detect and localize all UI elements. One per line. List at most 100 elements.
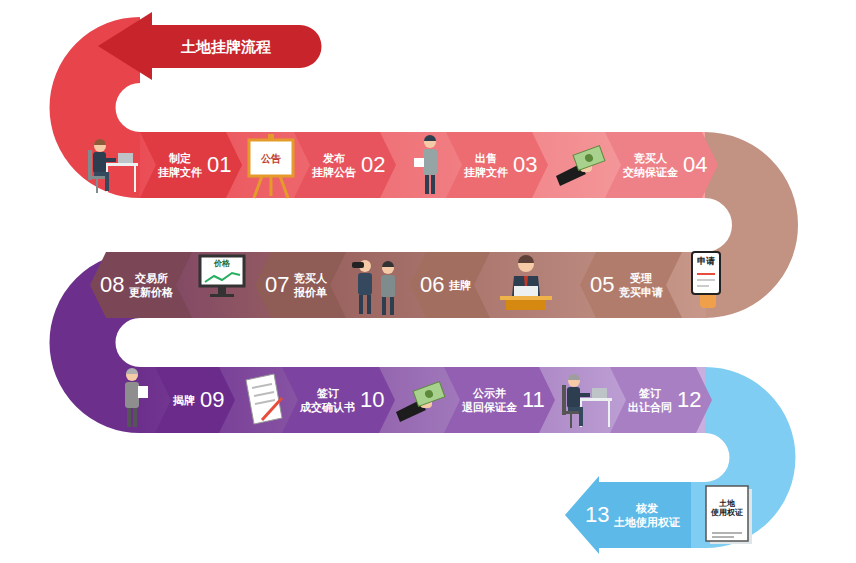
arm [100,158,116,162]
step-number: 06 [420,274,444,296]
certificate [706,486,748,541]
price-chart [205,273,240,282]
money-hand-icon [556,146,605,186]
step-label: 发布 挂牌公告 [312,151,356,180]
step-arrow: 出售 挂牌文件03 [446,132,548,198]
body [381,275,395,297]
bidders-icon [352,260,395,315]
title-text: 土地挂牌流程 [152,25,300,68]
step-label: 受理 竞买申请 [619,271,663,300]
band-curve [83,50,140,165]
screen-line [697,273,715,275]
leg [431,175,435,194]
step-arrow-shape [90,252,192,318]
step-number: 11 [522,389,545,411]
text-line [712,536,734,538]
band-row [139,252,706,318]
application-label-text: 申请 [697,257,715,267]
worker-icon [88,139,138,193]
step-number: 08 [100,274,124,296]
step-shape [565,476,691,554]
hair [382,261,394,267]
screen [200,256,244,286]
notice-board [249,140,293,176]
text-line [254,392,274,396]
head [568,375,580,387]
desk-leg [608,401,610,427]
desk [104,163,138,166]
chair [570,414,572,428]
head [382,262,394,274]
step-arrow-shape [444,367,555,433]
leg [105,172,109,191]
step-arrow: 08交易所 更新价格 [90,252,192,318]
hair [518,255,534,263]
chair [88,150,92,180]
phone [692,252,720,294]
step-arrow: 发布 挂牌公告02 [294,132,396,198]
money-hand-icon [396,382,445,422]
step-number: 02 [361,154,385,176]
leg [425,175,429,194]
desk [506,300,546,310]
text-line [252,384,272,388]
certificate-label-text: 土地 使用权证 [711,500,743,518]
application-label: 申请 [694,255,718,269]
step-arrow-shape [294,132,396,198]
body [567,387,580,408]
step-arrow: 05受理 竞买申请 [580,252,682,318]
paper [138,386,148,398]
stand [210,294,234,297]
certificate-label: 土地 使用权证 [707,490,747,528]
desk-leg [580,401,582,427]
hair [126,368,138,374]
step-arrow: 签订 出让合同12 [610,367,712,433]
leg [579,407,583,426]
chair [562,385,566,415]
step-arrow: 揭牌09 [155,367,235,433]
monitor-icon [200,256,244,297]
pen [262,398,282,420]
leg [359,295,363,314]
step-label: 签订 成交确认书 [300,386,355,415]
step-label: 交易所 更新价格 [129,271,173,300]
easel-leg [270,176,273,196]
text-line [712,532,742,534]
step-number: 13 [585,504,609,526]
price-label-text: 价格 [214,260,230,269]
leg [382,297,386,315]
binoculars [352,262,364,268]
step-arrow: 公示并 退回保证金11 [444,367,555,433]
laptop [514,286,538,296]
banknote [413,382,445,407]
step-number: 10 [360,389,384,411]
document-icon [246,374,282,424]
step-arrow: 竞买人 交纳保证金04 [605,132,718,198]
banknote [573,146,605,171]
step-number: 07 [265,274,289,296]
step-label: 挂牌 [449,278,471,292]
head [94,140,106,152]
easel-leg [280,176,288,198]
step-arrow: 制定 挂牌文件01 [140,132,242,198]
step-label: 出售 挂牌文件 [464,151,508,180]
step-arrow-shape [610,367,712,433]
step-number: 01 [207,154,231,176]
hair [568,374,580,380]
step-arrow-shape [282,367,395,433]
desk-leg [106,166,108,192]
leg [127,408,131,427]
step-arrow-shape [565,476,691,554]
document [246,374,282,424]
step-label: 制定 挂牌文件 [158,151,202,180]
stand [218,287,226,294]
person-icon [414,135,437,194]
paper [414,158,424,167]
step-number: 03 [513,154,537,176]
step-arrow: 06 挂牌 [410,252,490,318]
manager-icon [500,255,552,310]
step-label: 竞买人 报价单 [294,271,327,300]
head [126,369,138,381]
